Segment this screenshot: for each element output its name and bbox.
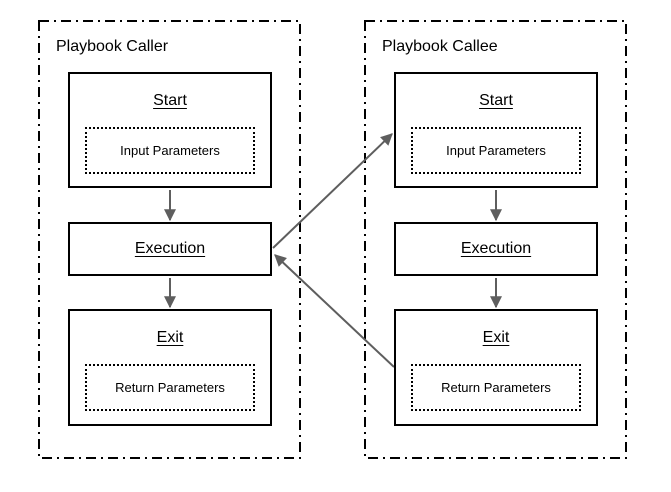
caller-return-parameters-box: Return Parameters [85, 364, 255, 411]
caller-input-parameters-box: Input Parameters [85, 127, 255, 174]
caller-execution-label: Execution [134, 240, 206, 257]
caller-execution-node: Execution [68, 222, 272, 276]
callee-execution-label: Execution [460, 240, 532, 257]
caller-start-node: Start Input Parameters [68, 72, 272, 188]
callee-execution-node: Execution [394, 222, 598, 276]
caller-input-parameters-label: Input Parameters [120, 143, 220, 158]
callee-exit-node: Exit Return Parameters [394, 309, 598, 426]
callee-container-title: Playbook Callee [382, 38, 498, 55]
callee-return-parameters-label: Return Parameters [441, 380, 551, 395]
callee-start-label: Start [479, 92, 513, 109]
caller-container-title: Playbook Caller [56, 38, 169, 55]
callee-exit-label: Exit [482, 329, 510, 346]
caller-exit-node: Exit Return Parameters [68, 309, 272, 426]
callee-input-parameters-box: Input Parameters [411, 127, 581, 174]
callee-input-parameters-label: Input Parameters [446, 143, 546, 158]
callee-return-parameters-box: Return Parameters [411, 364, 581, 411]
caller-exit-label: Exit [156, 329, 184, 346]
callee-start-node: Start Input Parameters [394, 72, 598, 188]
caller-return-parameters-label: Return Parameters [115, 380, 225, 395]
arrow-caller-execution-to-callee-start [272, 133, 393, 249]
arrow-callee-exit-to-caller-execution [274, 254, 395, 368]
caller-start-label: Start [153, 92, 187, 109]
